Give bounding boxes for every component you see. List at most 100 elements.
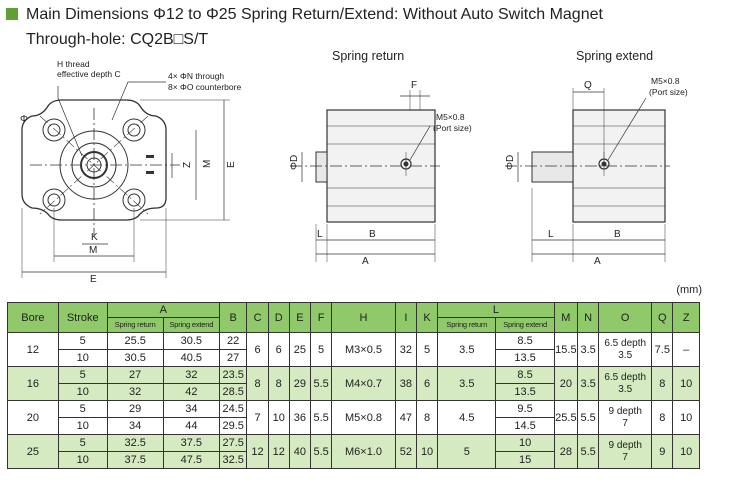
cell-k: 5 <box>415 332 439 367</box>
col-k: K <box>415 302 439 333</box>
dim-m-side: M <box>202 160 213 168</box>
cell-a-return: 25.5 <box>106 332 164 350</box>
cell-e: 25 <box>288 332 312 367</box>
cell-i: 38 <box>394 366 417 401</box>
cell-m: 28 <box>553 434 579 469</box>
cell-m: 20 <box>553 366 579 401</box>
cell-q: 9 <box>651 434 674 469</box>
cell-z: 10 <box>672 400 700 435</box>
cell-o-depth: 9 depth <box>608 405 642 417</box>
cell-m: 25.5 <box>553 400 579 435</box>
cell-stroke: 10 <box>57 417 108 435</box>
cell-k: 8 <box>415 400 439 435</box>
col-l-return: Spring return <box>437 317 497 333</box>
spring-extend-labels: Q M5×0.8 (Port size) ΦD L B A <box>505 76 688 267</box>
cell-e: 40 <box>288 434 312 469</box>
cell-a-return: 27 <box>106 366 164 384</box>
cell-h: M6×1.0 <box>331 434 396 469</box>
cell-h: M3×0.5 <box>331 332 396 367</box>
page-subtitle: Through-hole: CQ2B□S/T <box>26 31 209 48</box>
cell-k: 6 <box>415 366 439 401</box>
col-l-extend: Spring extend <box>495 317 555 333</box>
dim-a-extend: A <box>594 256 601 267</box>
dim-b-return: B <box>369 229 376 240</box>
cell-c: 8 <box>246 366 269 401</box>
cell-n: 5.5 <box>577 400 600 435</box>
cell-l-extend: 9.5 <box>495 400 555 418</box>
dim-k: K <box>91 232 98 243</box>
col-a: A <box>106 302 220 318</box>
dim-phid-return: ΦD <box>289 155 300 170</box>
spring-extend-heading: Spring extend <box>576 49 653 63</box>
cell-a-extend: 32 <box>162 366 220 384</box>
cell-stroke: 10 <box>57 383 108 401</box>
cell-m: 15.5 <box>553 332 579 367</box>
dim-q: Q <box>584 80 592 91</box>
dim-e-bottom: E <box>90 274 97 285</box>
port-size-extend: M5×0.8 <box>651 76 680 86</box>
col-z: Z <box>672 302 700 333</box>
cell-o-depth: 9 depth <box>608 439 642 451</box>
cell-c: 12 <box>246 434 269 469</box>
dim-phid-extend: ΦD <box>505 155 516 170</box>
cell-n: 3.5 <box>577 332 600 367</box>
hole-note: 4× ΦN through <box>168 71 224 81</box>
cell-l-extend: 10 <box>495 434 555 452</box>
cell-z: 10 <box>672 434 700 469</box>
cell-n: 3.5 <box>577 366 600 401</box>
cell-a-extend: 37.5 <box>162 434 220 452</box>
cell-b: 32.5 <box>218 451 248 469</box>
cell-stroke: 5 <box>57 434 108 452</box>
dim-phi: Φ <box>20 114 28 125</box>
front-view-labels: H thread effective depth C 4× ΦN through… <box>20 59 241 285</box>
cell-l-return: 4.5 <box>437 400 497 435</box>
spring-extend-view <box>505 88 670 262</box>
cell-a-return: 37.5 <box>106 451 164 469</box>
cell-l-extend: 8.5 <box>495 332 555 350</box>
col-o: O <box>598 302 653 333</box>
front-view <box>21 81 230 278</box>
cell-bore: 16 <box>7 366 59 401</box>
cell-b: 27.5 <box>218 434 248 452</box>
dim-a-return: A <box>362 256 369 267</box>
page-title: Main Dimensions Φ12 to Φ25 Spring Return… <box>6 4 603 26</box>
cell-o-value: 7 <box>622 451 628 463</box>
title-text: Main Dimensions Φ12 to Φ25 Spring Return… <box>26 6 603 23</box>
port-note-return: (Port size) <box>433 123 472 133</box>
thread-note: H thread <box>57 59 90 69</box>
col-e: E <box>288 302 312 333</box>
col-f: F <box>310 302 333 333</box>
cell-o-depth: 6.5 depth <box>604 337 647 349</box>
cell-o-value: 3.5 <box>618 349 633 361</box>
cell-l-extend: 8.5 <box>495 366 555 384</box>
cell-c: 7 <box>246 400 269 435</box>
spring-return-heading: Spring return <box>332 49 404 63</box>
cell-o-value: 3.5 <box>618 383 633 395</box>
cell-l-return: 5 <box>437 434 497 469</box>
col-n: N <box>577 302 600 333</box>
cell-a-extend: 42 <box>162 383 220 401</box>
cell-a-extend: 30.5 <box>162 332 220 350</box>
cell-a-return: 30.5 <box>106 349 164 367</box>
thread-depth-note: effective depth C <box>57 69 121 79</box>
cell-f: 5 <box>310 332 333 367</box>
port-size-return: M5×0.8 <box>436 112 465 122</box>
cell-a-extend: 40.5 <box>162 349 220 367</box>
cell-a-return: 29 <box>106 400 164 418</box>
port-note-extend: (Port size) <box>649 87 688 97</box>
cell-b: 27 <box>218 349 248 367</box>
cell-h: M4×0.7 <box>331 366 396 401</box>
cell-i: 52 <box>394 434 417 469</box>
cell-stroke: 10 <box>57 451 108 469</box>
cell-f: 5.5 <box>310 434 333 469</box>
cell-o-depth: 6.5 depth <box>604 371 647 383</box>
